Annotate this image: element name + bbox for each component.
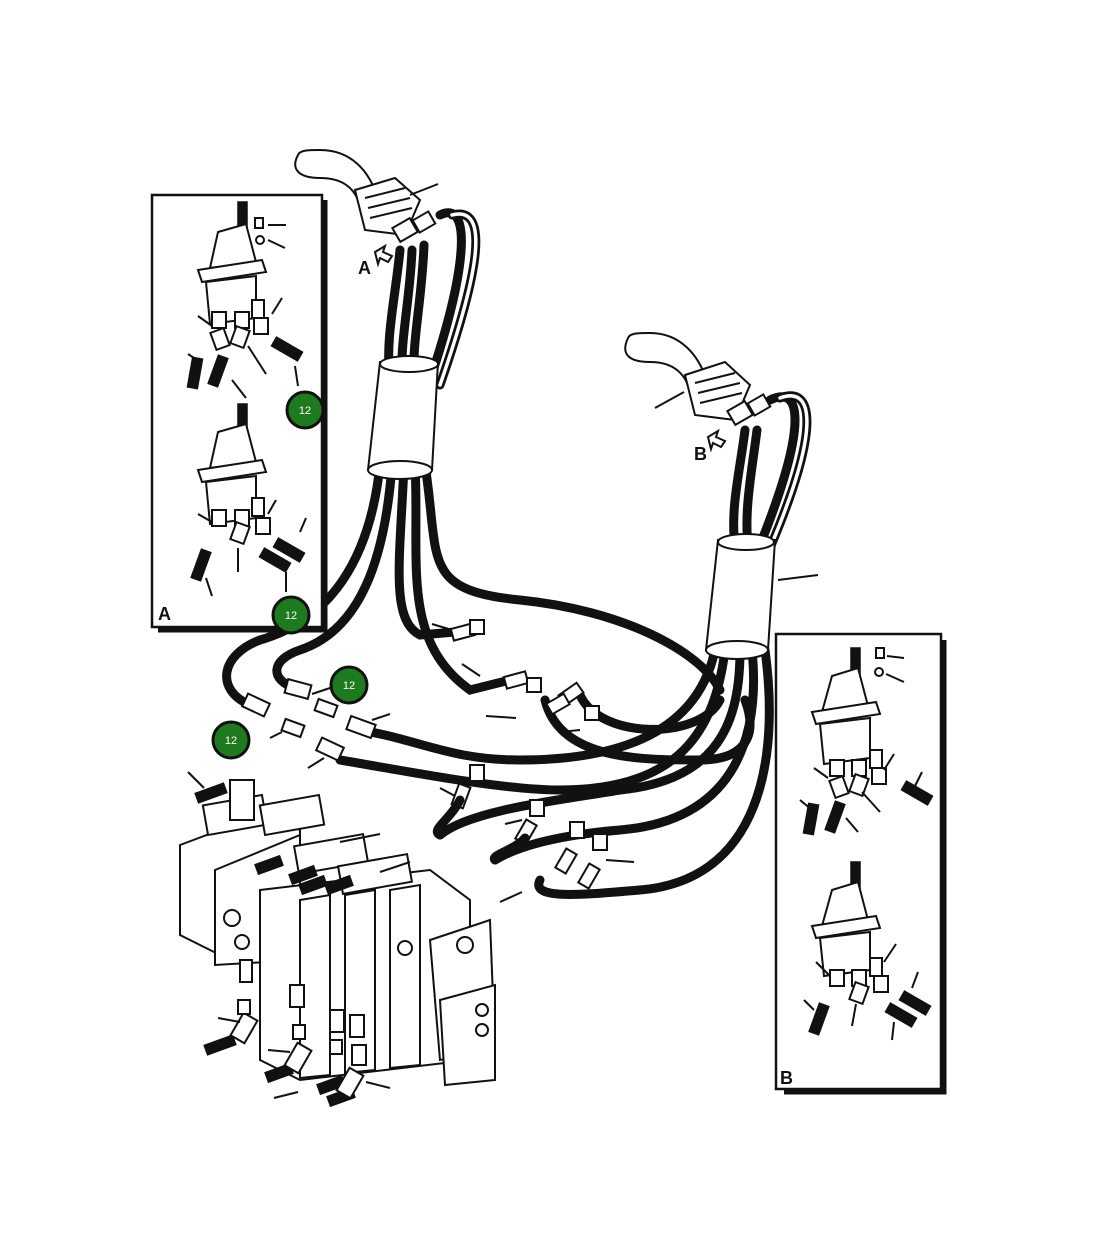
view-marker-b: B [694,428,727,464]
reference-callout-label: 12 [285,610,297,622]
hose-routing-left-to-valve [222,460,725,710]
joystick-handle-right [624,331,772,427]
reference-callout-panel-a-bottom[interactable]: 12 [271,595,311,635]
hose-bundle-left [384,208,481,390]
leader-lines [187,574,819,903]
view-marker-b-label: B [694,444,707,464]
reference-callout-hose-joint-lower[interactable]: 12 [211,720,251,760]
protective-sleeve-right [704,533,777,660]
view-marker-a: A [358,243,394,278]
reference-callout-hose-joint-upper[interactable]: 12 [329,665,369,705]
control-valve-block [179,779,497,1108]
protective-sleeve-left [366,355,440,480]
reference-callout-label: 12 [299,405,311,417]
reference-callout-panel-a-top[interactable]: 12 [285,390,325,430]
reference-callout-label: 12 [225,735,237,747]
hose-routing-right-to-valve [335,645,774,899]
reference-callout-label: 12 [343,680,355,692]
joystick-handle-left [294,148,439,244]
detail-panel-a-label: A [158,604,171,624]
detail-panel-b: B [774,632,947,1095]
detail-panel-b-label: B [780,1068,793,1088]
hose-fittings [240,619,608,890]
view-marker-a-label: A [358,258,371,278]
